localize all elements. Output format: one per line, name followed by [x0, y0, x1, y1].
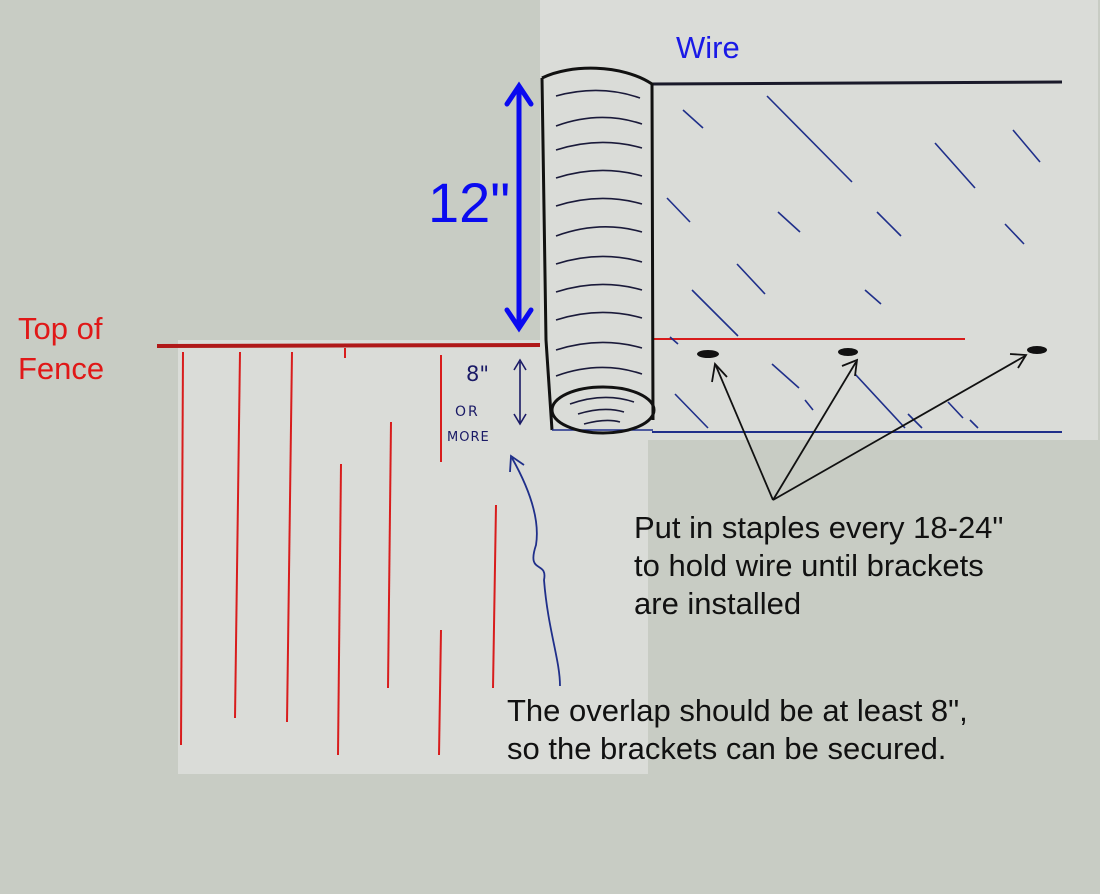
wire-mesh-hatching: [666, 95, 1041, 429]
wire-roll-coils: [555, 89, 643, 425]
overlap-pointer-arrow: [509, 454, 561, 687]
staples: [697, 346, 1047, 358]
staples-note-line1: Put in staples every 18-24": [634, 510, 1004, 545]
height-dimension-arrow: [504, 81, 534, 333]
fence-pickets: [180, 348, 497, 756]
paper-lower: [178, 340, 648, 774]
overlap-dimension-arrow: [513, 358, 527, 426]
top-of-fence-line1: Top of: [18, 311, 103, 346]
staples-note-line2: to hold wire until brackets: [634, 548, 984, 583]
staple-1: [697, 350, 719, 358]
overlap-note-line1: The overlap should be at least 8",: [507, 693, 968, 728]
top-of-fence-label: Top of Fence: [18, 309, 104, 389]
staples-note-line3: are installed: [634, 586, 802, 621]
paper-strip-right: [1078, 80, 1098, 440]
staple-2: [838, 348, 858, 356]
fence-top-line: [156, 343, 541, 348]
height-dimension-label: 12": [428, 171, 511, 234]
overlap-note-line2: so the brackets can be secured.: [507, 731, 947, 766]
overlap-hand-label: 8": [466, 362, 490, 386]
wire-top-edge: [651, 80, 1063, 86]
staples-note: Put in staples every 18-24" to hold wire…: [634, 509, 1003, 623]
top-of-fence-line2: Fence: [18, 351, 105, 386]
overlap-note: The overlap should be at least 8", so th…: [507, 692, 968, 768]
overlap-hand-more: MORE: [447, 430, 490, 445]
overlap-hand-or: OR: [455, 404, 480, 420]
wire-label: Wire: [676, 30, 740, 65]
staple-pointer-arrows: [711, 353, 1028, 501]
staple-3: [1027, 346, 1047, 354]
wire-roll: [540, 66, 656, 435]
